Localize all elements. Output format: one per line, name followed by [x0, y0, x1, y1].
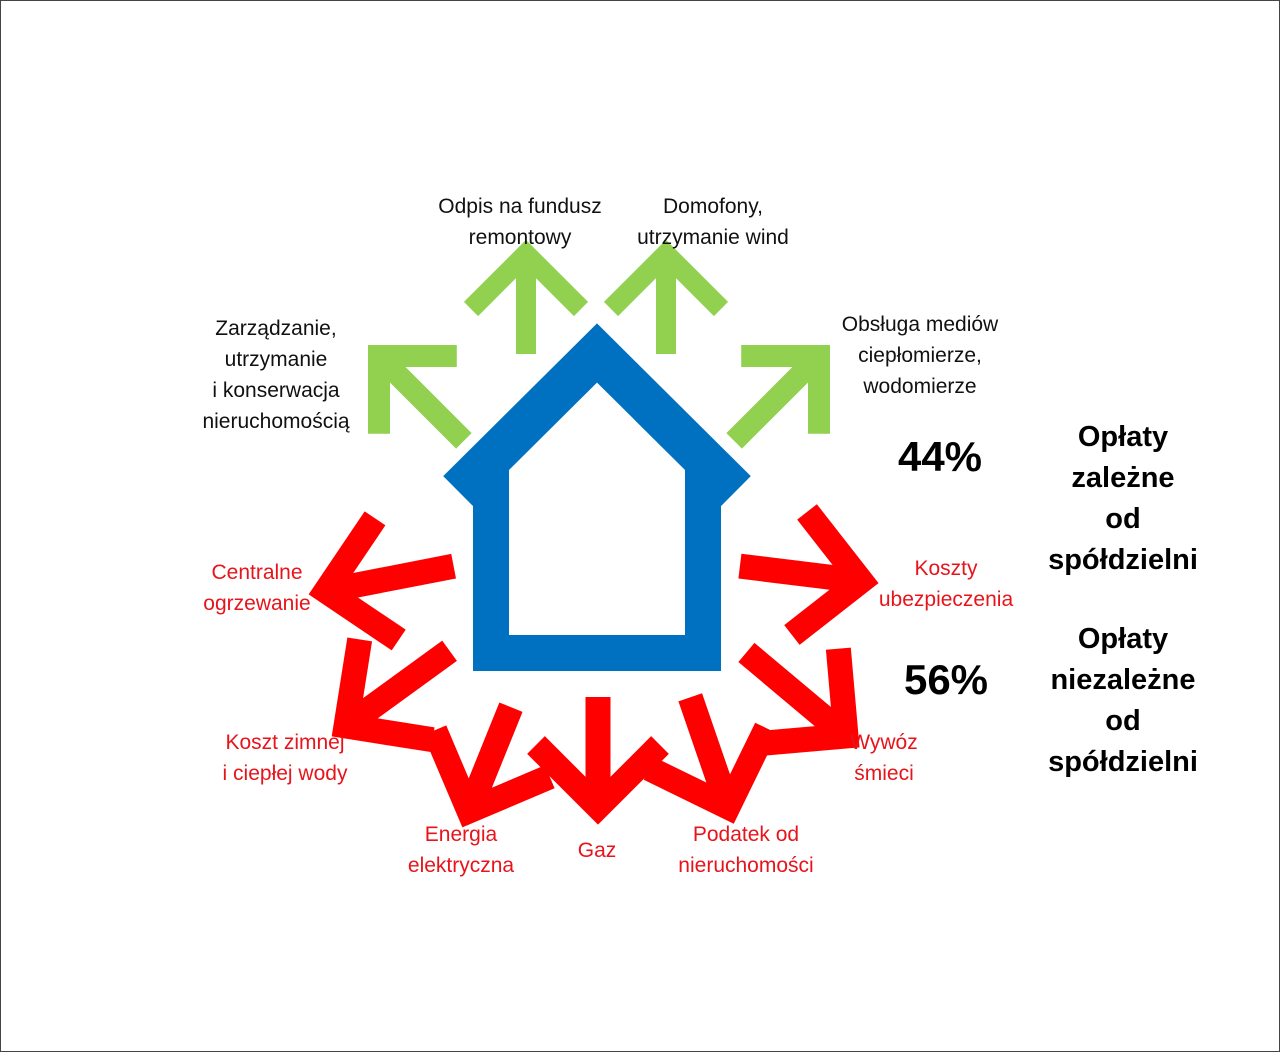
arrow-icon	[368, 345, 472, 449]
arrow-icon	[603, 239, 729, 354]
label-gaz: Gaz	[577, 839, 617, 862]
label-podatek: Podatek od nieruchomości	[678, 823, 814, 877]
house-icon	[443, 323, 751, 671]
label-fundusz-remontowy: Odpis na fundusz remontowy	[438, 195, 602, 249]
label-energia: Energia elektryczna	[407, 823, 515, 877]
label-woda: Koszt zimnej i ciepłej wody	[222, 731, 348, 785]
label-zarzadzanie: Zarządzanie, utrzymanie i konserwacja ni…	[202, 317, 350, 433]
arrow-icon	[726, 345, 830, 449]
independent-percent: 56%	[903, 656, 989, 703]
arrow-icon	[738, 504, 879, 645]
arrow-icon	[643, 693, 778, 824]
label-wywoz-smieci: Wywóz śmieci	[850, 731, 918, 785]
label-domofony-windy: Domofony, utrzymanie wind	[637, 195, 789, 249]
arrow-icon	[423, 702, 555, 828]
arrow-icon	[738, 642, 860, 757]
arrow-icon	[331, 637, 457, 753]
dependent-percent: 44%	[897, 433, 983, 480]
dependent-category: Opłaty zależne od spółdzielni	[1048, 421, 1198, 576]
label-obsluga-mediow: Obsługa mediów ciepłomierze, wodomierze	[841, 313, 999, 398]
label-centralne-ogrzewanie: Centralne ogrzewanie	[203, 561, 311, 615]
label-ubezpieczenie: Koszty ubezpieczenia	[878, 557, 1014, 611]
independent-category: Opłaty niezależne od spółdzielni	[1048, 623, 1198, 778]
arrow-icon	[308, 511, 456, 651]
arrow-icon	[463, 239, 589, 354]
arrow-icon	[527, 697, 669, 825]
